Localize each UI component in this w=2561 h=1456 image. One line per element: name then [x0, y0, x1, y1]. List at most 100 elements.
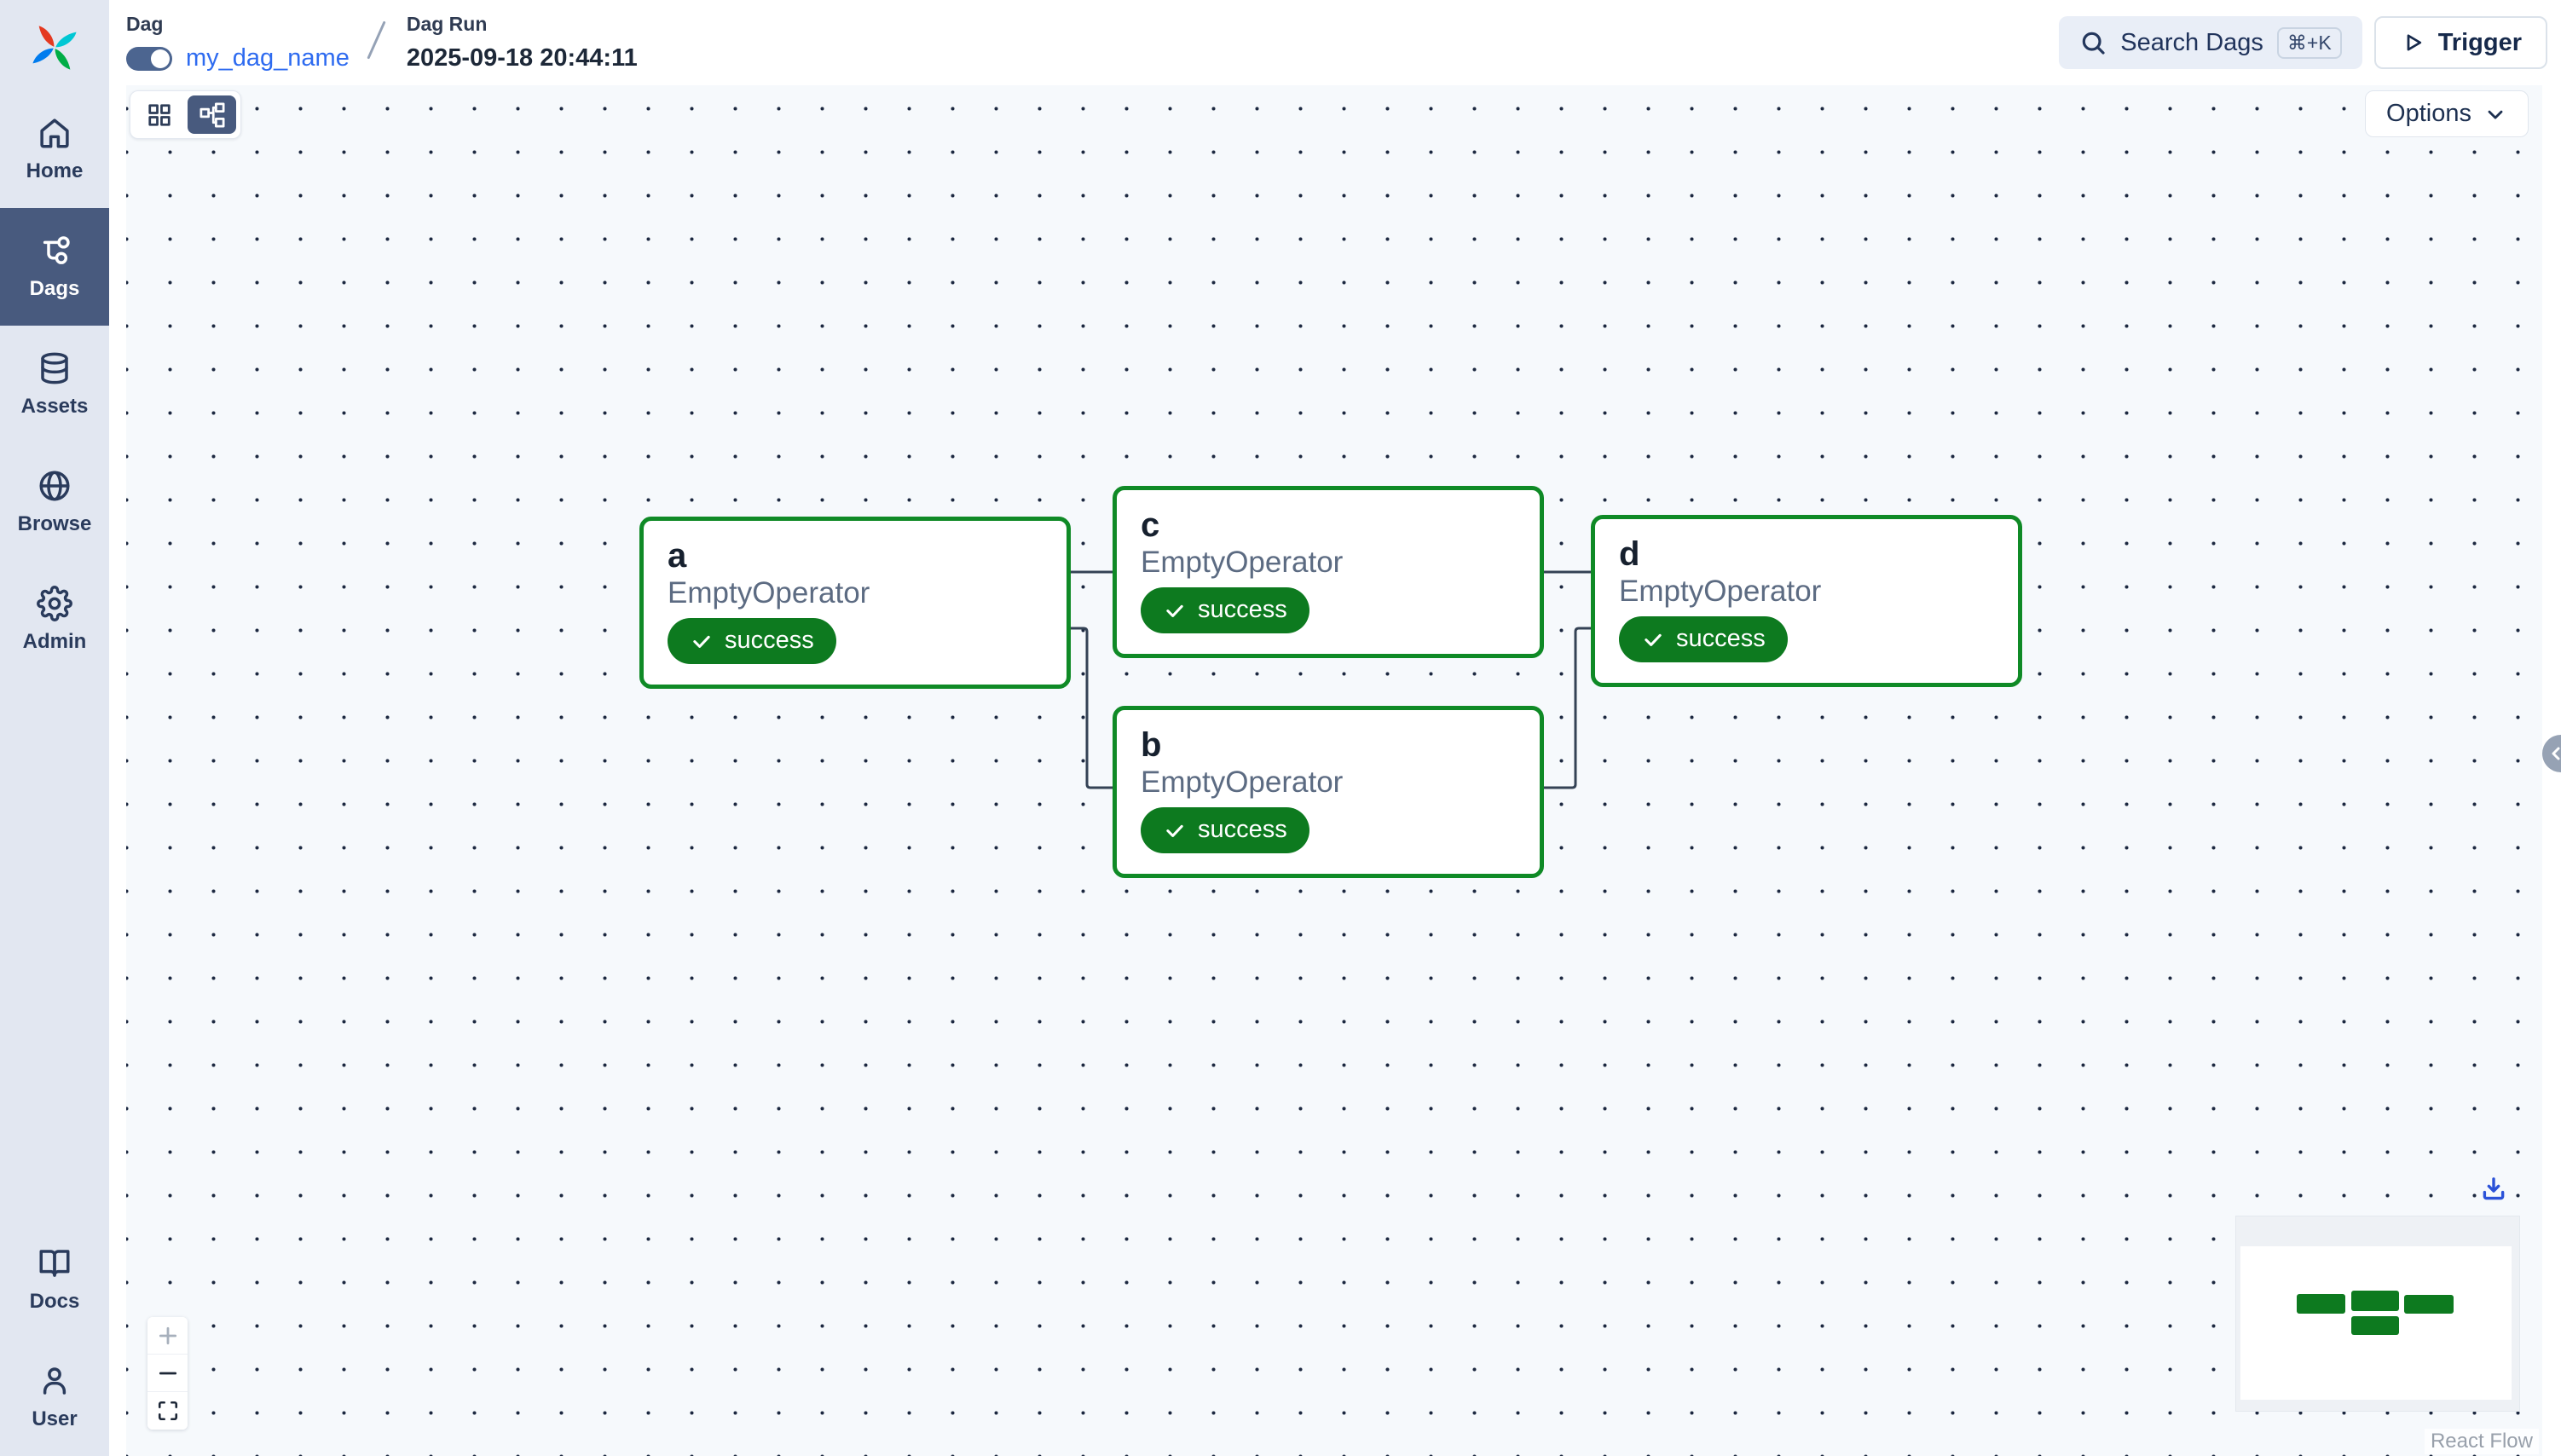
trigger-button[interactable]: Trigger: [2373, 16, 2547, 69]
header-actions: Search Dags ⌘+K Trigger: [2059, 16, 2547, 69]
sidebar-item-label: Assets: [20, 395, 89, 418]
dag-name-link[interactable]: my_dag_name: [186, 44, 350, 72]
task-state-label: success: [1198, 816, 1287, 843]
minimap-node-c: [2351, 1291, 2399, 1311]
chevron-left-icon: [2552, 747, 2560, 760]
check-icon: [1645, 633, 1662, 646]
sidebar-footer: Docs User: [0, 1221, 109, 1456]
check-icon: [1166, 604, 1183, 617]
minimap-node-d: [2404, 1295, 2454, 1314]
task-node-c[interactable]: c EmptyOperator success: [1113, 486, 1544, 658]
sidebar-item-label: Dags: [29, 277, 80, 300]
download-icon: [2483, 1177, 2505, 1200]
task-node-a[interactable]: a EmptyOperator success: [639, 517, 1071, 689]
right-gutter: [2542, 85, 2561, 1456]
run-timestamp: 2025-09-18 20:44:11: [406, 44, 638, 72]
sidebar-item-label: Docs: [29, 1290, 80, 1313]
globe-icon: [39, 471, 70, 501]
download-graph-button[interactable]: [2474, 1170, 2513, 1209]
search-shortcut-badge: ⌘+K: [2276, 26, 2342, 59]
task-state-label: success: [725, 627, 814, 654]
dag-graph-canvas[interactable]: a EmptyOperator success c EmptyOperator …: [126, 85, 2542, 1456]
panel-expand-button[interactable]: [2542, 735, 2561, 772]
minimap-node-a: [2297, 1294, 2345, 1314]
task-id: d: [1619, 535, 1640, 573]
breadcrumb-dag-section: Dag my_dag_name: [126, 13, 350, 72]
task-state-badge: success: [668, 617, 836, 664]
edge-b-d: [1544, 627, 1591, 789]
sidebar-item-admin[interactable]: Admin: [0, 561, 109, 679]
edge-a-b: [1070, 627, 1113, 789]
run-section-label: Dag Run: [406, 13, 488, 35]
options-label: Options: [2386, 100, 2471, 127]
react-flow-attribution[interactable]: React Flow: [2424, 1429, 2539, 1454]
task-node-d[interactable]: d EmptyOperator success: [1591, 515, 2022, 687]
fit-view-button[interactable]: [147, 1392, 188, 1430]
zoom-in-icon: [159, 1326, 176, 1344]
header: Dag my_dag_name Dag Run 2025-09-18 20:44…: [109, 0, 2561, 85]
content: a EmptyOperator success c EmptyOperator …: [109, 85, 2561, 1456]
check-icon: [1166, 824, 1183, 837]
breadcrumb-separator: [367, 20, 386, 60]
dag-section-label: Dag: [126, 13, 164, 35]
gear-icon: [37, 586, 72, 621]
book-open-icon: [39, 1250, 70, 1277]
play-icon: [2407, 34, 2421, 51]
sidebar-item-home[interactable]: Home: [0, 90, 109, 208]
home-icon: [40, 118, 69, 148]
task-node-b[interactable]: b EmptyOperator success: [1113, 706, 1544, 878]
sidebar-item-browse[interactable]: Browse: [0, 443, 109, 561]
graph-view-button[interactable]: [188, 95, 236, 134]
left-gutter: [109, 85, 126, 1456]
breadcrumb: Dag my_dag_name Dag Run 2025-09-18 20:44…: [126, 13, 638, 72]
sidebar-item-label: Browse: [17, 512, 92, 535]
task-id: c: [1141, 506, 1160, 544]
task-id: b: [1141, 726, 1162, 764]
zoom-controls: [147, 1317, 188, 1430]
dag-branch-icon: [43, 236, 70, 264]
task-operator: EmptyOperator: [668, 576, 870, 610]
grid-view-button[interactable]: [135, 95, 183, 134]
favorite-toggle[interactable]: [126, 46, 172, 71]
zoom-in-button[interactable]: [147, 1317, 188, 1355]
sidebar-item-docs[interactable]: Docs: [0, 1221, 109, 1338]
sidebar-item-dags[interactable]: Dags: [0, 208, 109, 326]
task-operator: EmptyOperator: [1619, 575, 1822, 608]
zoom-out-button[interactable]: [147, 1355, 188, 1392]
minimap[interactable]: [2235, 1216, 2520, 1412]
check-icon: [693, 635, 710, 648]
search-icon: [2082, 32, 2105, 55]
sidebar: Home Dags Assets: [0, 0, 109, 1456]
sidebar-item-user[interactable]: User: [0, 1338, 109, 1456]
search-label: Search Dags: [2120, 28, 2263, 56]
chevron-down-icon: [2488, 110, 2503, 118]
toggle-knob: [151, 49, 170, 68]
view-mode-toggle: [130, 90, 241, 139]
task-operator: EmptyOperator: [1141, 766, 1344, 799]
airflow-logo[interactable]: [0, 0, 109, 90]
search-dags-button[interactable]: Search Dags ⌘+K: [2059, 16, 2362, 69]
person-icon: [43, 1367, 66, 1395]
task-state-badge: success: [1141, 806, 1309, 853]
graph-view-icon: [199, 102, 224, 127]
breadcrumb-run-section: Dag Run 2025-09-18 20:44:11: [407, 13, 638, 72]
task-operator: EmptyOperator: [1141, 546, 1344, 579]
task-state-label: success: [1198, 596, 1287, 623]
minimap-node-b: [2351, 1316, 2399, 1335]
sidebar-item-assets[interactable]: Assets: [0, 326, 109, 443]
task-state-badge: success: [1619, 615, 1788, 662]
sidebar-item-label: User: [32, 1407, 78, 1430]
airflow-pinwheel-icon: [32, 26, 77, 70]
options-button[interactable]: Options: [2365, 90, 2529, 137]
zoom-out-icon: [159, 1372, 176, 1374]
task-state-label: success: [1676, 625, 1766, 652]
task-state-badge: success: [1141, 586, 1309, 633]
grid-view-icon: [147, 103, 171, 126]
sidebar-item-label: Home: [26, 159, 84, 182]
sidebar-nav: Home Dags Assets: [0, 90, 109, 679]
database-icon: [41, 352, 68, 384]
fit-view-icon: [158, 1401, 177, 1421]
task-id: a: [668, 537, 687, 575]
main-area: Dag my_dag_name Dag Run 2025-09-18 20:44…: [109, 0, 2561, 1456]
